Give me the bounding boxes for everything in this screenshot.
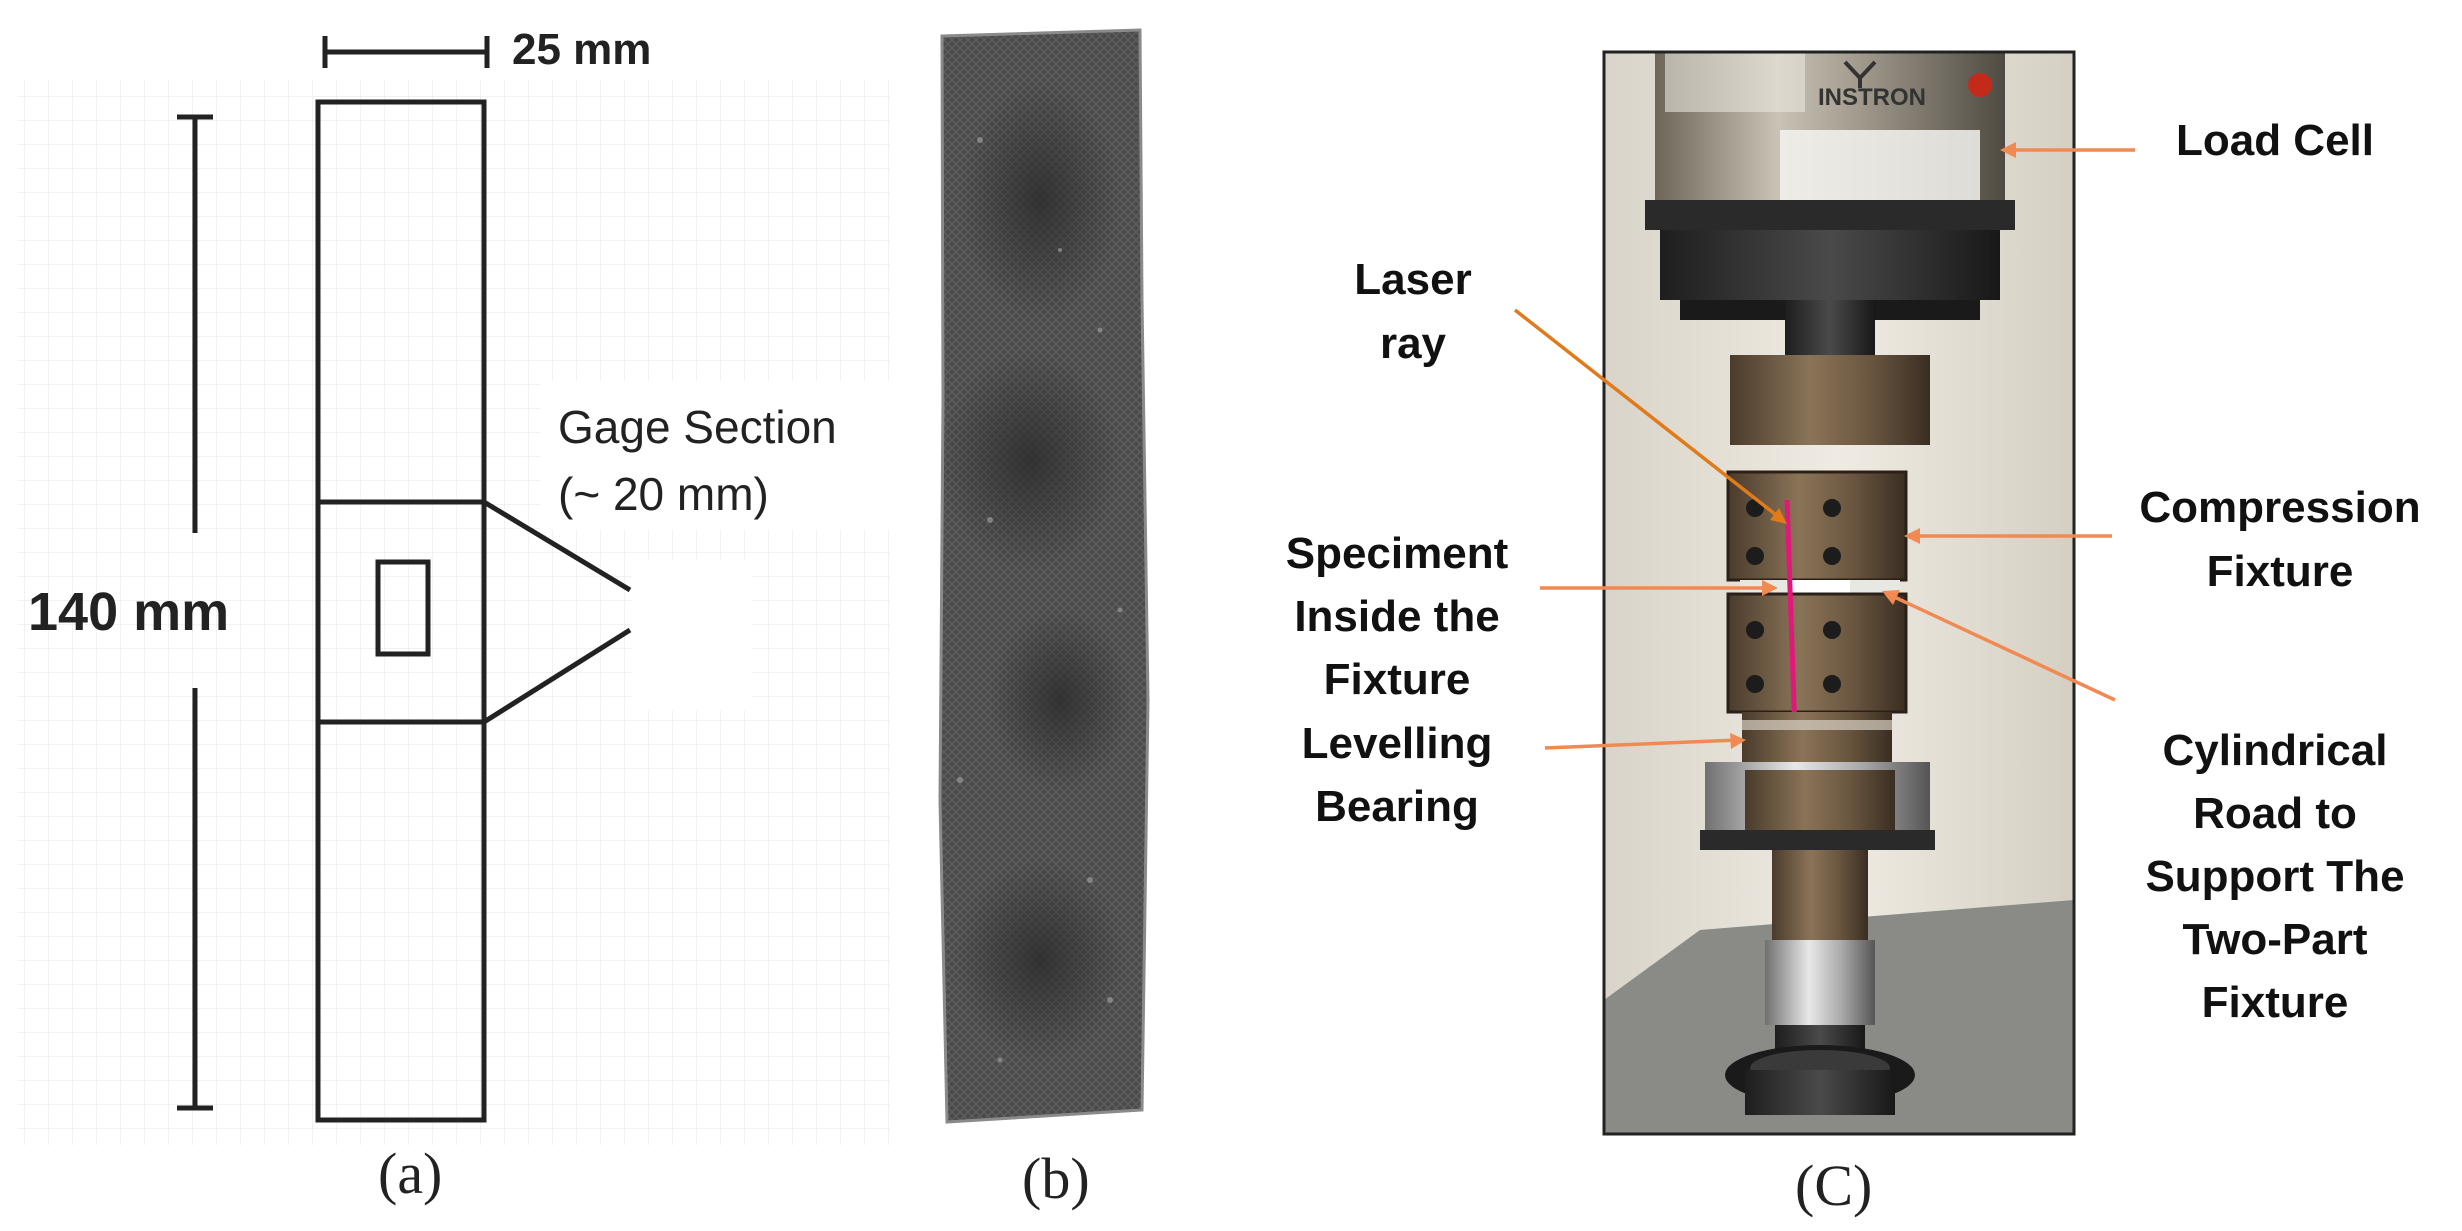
specimen-blotch — [955, 860, 1125, 1060]
width-dimension — [322, 36, 490, 68]
width-label: 25 mm — [512, 25, 651, 74]
compression-fixture-label: Compression — [2139, 483, 2420, 532]
cylindrical-arrow — [1889, 593, 2116, 702]
instron-logo: INSTRON — [1818, 84, 1926, 111]
lower-grip — [1726, 592, 1908, 714]
gage-callout-lower — [482, 627, 632, 725]
gage-window — [375, 559, 431, 657]
levelling-bearing — [1742, 712, 1892, 762]
laser-line — [1784, 499, 1798, 736]
annotation-arrows — [1540, 142, 2135, 750]
caption-a: (a) — [378, 1141, 442, 1206]
specimen-blotch — [960, 80, 1120, 320]
levelling-bearing-label: Bearing — [1315, 782, 1479, 831]
gage-section-label: Gage Section — [558, 401, 837, 453]
cylindrical-road-label: Fixture — [2202, 978, 2349, 1027]
specimen-outline — [315, 99, 632, 1123]
speciment-label: Inside the — [1294, 592, 1499, 641]
compression-fixture-label: Fixture — [2207, 547, 2354, 596]
specimen-speckles — [957, 137, 1123, 1063]
load-cell-label: Load Cell — [2176, 116, 2374, 165]
caption-b: (b) — [1022, 1146, 1090, 1211]
specimen-blotch — [990, 610, 1130, 790]
levelling-bearing-label: Levelling — [1302, 719, 1493, 768]
cylindrical-road-label: Support The — [2145, 852, 2404, 901]
cylindrical-road-label: Cylindrical — [2163, 726, 2388, 775]
gage-callout-upper — [482, 499, 632, 593]
gage-gap — [632, 560, 752, 710]
photo-frame — [1602, 50, 2076, 1136]
speciment-label: Fixture — [1324, 655, 1471, 704]
height-dimension — [177, 114, 213, 1111]
laser-arrow — [1513, 308, 1787, 524]
speciment-label: Speciment — [1286, 529, 1509, 578]
support-rod — [1772, 850, 1868, 940]
panel-b: (b) — [938, 28, 1150, 1211]
laser-ray-label: ray — [1380, 319, 1447, 368]
height-label: 140 mm — [28, 582, 229, 642]
panel-a: 25 mm 140 mm Gage Section (~ 20 mm) (a) — [18, 25, 890, 1206]
cylindrical-road-label: Two-Part — [2183, 915, 2368, 964]
caption-c: (C) — [1795, 1153, 1872, 1218]
specimen-blotch — [940, 350, 1120, 570]
panel-c: INSTRON — [1286, 50, 2421, 1218]
test-setup-photo: INSTRON — [1604, 52, 2074, 1134]
cylindrical-road-label: Road to — [2193, 789, 2357, 838]
gage-label-backdrop — [540, 380, 890, 530]
gage-length-label: (~ 20 mm) — [558, 468, 769, 520]
specimen-photo — [938, 28, 1150, 1124]
levelling-arrow — [1544, 738, 1739, 750]
laser-ray-label: Laser — [1354, 255, 1471, 304]
callout-labels: Load Cell Laser ray Compression Fixture … — [1286, 116, 2421, 1027]
